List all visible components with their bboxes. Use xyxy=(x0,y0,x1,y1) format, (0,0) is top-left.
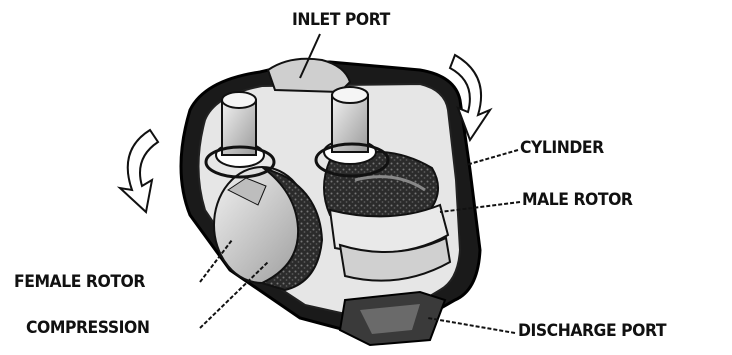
label-inlet-port: INLET PORT xyxy=(292,10,390,30)
label-female-rotor: FEMALE ROTOR xyxy=(14,272,145,292)
label-compression: COMPRESSION xyxy=(26,318,150,338)
male-rotor-illustration xyxy=(324,152,450,281)
rotation-arrow-left-icon xyxy=(120,130,158,212)
leader-discharge xyxy=(428,318,515,333)
label-cylinder: CYLINDER xyxy=(520,138,604,158)
label-discharge-port: DISCHARGE PORT xyxy=(518,321,666,341)
label-male-rotor: MALE ROTOR xyxy=(522,190,633,210)
leader-cylinder xyxy=(466,150,518,165)
